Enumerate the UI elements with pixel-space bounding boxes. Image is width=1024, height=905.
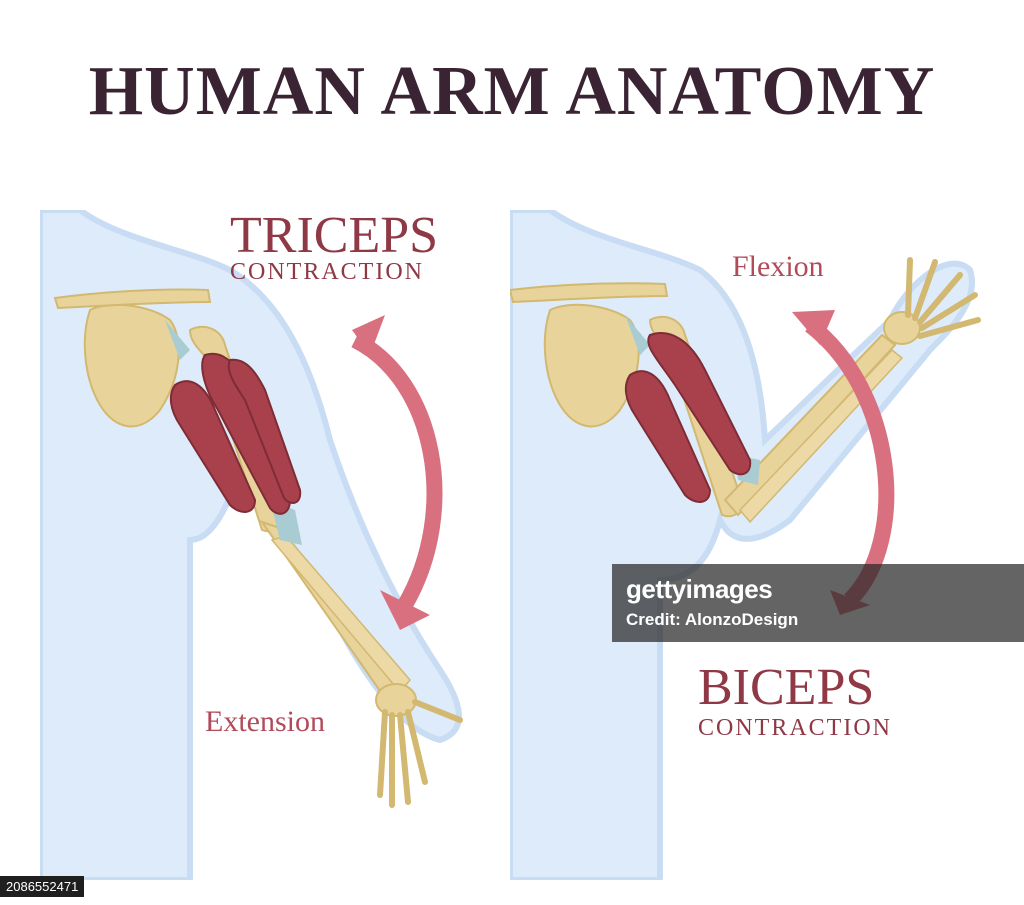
- stock-id-badge: 2086552471: [0, 876, 85, 897]
- flexed-arm-illustration: [510, 210, 981, 880]
- clavicle: [510, 282, 669, 304]
- clavicle: [53, 288, 212, 310]
- biceps-muscle: [624, 332, 752, 503]
- triceps-subheading: CONTRACTION: [230, 259, 424, 285]
- page-title: HUMAN ARM ANATOMY: [88, 53, 936, 130]
- flexion-label: Flexion: [732, 250, 824, 283]
- extended-arm-illustration: [40, 210, 463, 880]
- watermark-credit: Credit: AlonzoDesign: [626, 610, 799, 629]
- extension-arrow: [351, 315, 443, 630]
- triceps-muscle: [169, 352, 302, 515]
- triceps-panel: TRICEPS CONTRACTION Extension: [40, 210, 520, 880]
- triceps-heading: TRICEPS: [230, 207, 439, 264]
- biceps-heading: BICEPS: [698, 659, 875, 716]
- scapula: [543, 303, 640, 428]
- watermark-logo: gettyimages: [626, 574, 773, 604]
- biceps-subheading: CONTRACTION: [698, 715, 892, 741]
- watermark-banner: gettyimages Credit: AlonzoDesign: [612, 564, 1024, 642]
- tendon: [165, 320, 190, 360]
- extension-label: Extension: [205, 705, 325, 738]
- biceps-panel: Flexion BICEPS CONTRACTION: [510, 210, 990, 880]
- scapula: [83, 303, 180, 428]
- tendon: [625, 315, 650, 355]
- hand-bones: [883, 257, 981, 345]
- hand-bones: [375, 683, 463, 808]
